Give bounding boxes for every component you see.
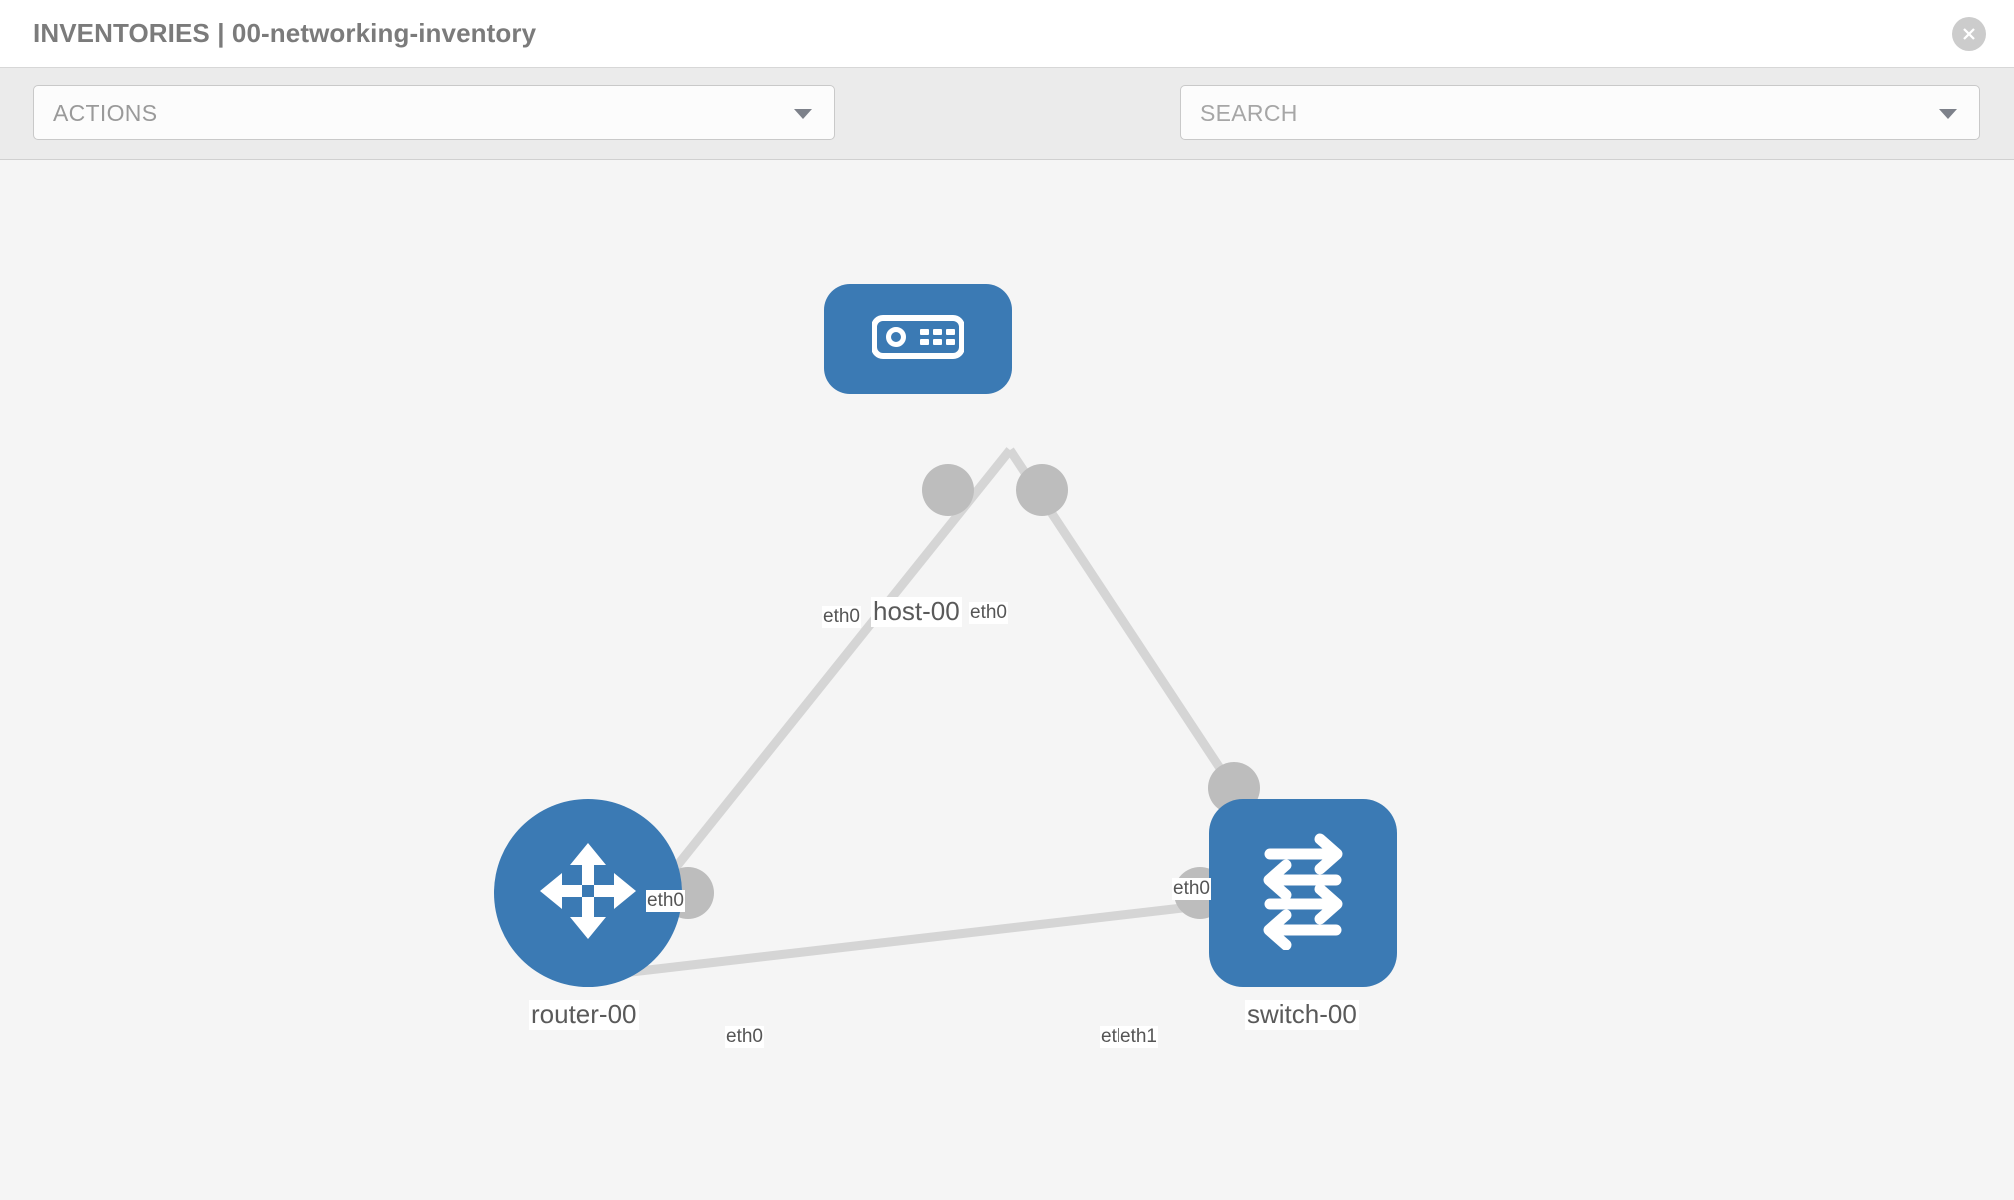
iface-label: eth1 — [1119, 1026, 1158, 1048]
search-input[interactable]: SEARCH — [1180, 85, 1980, 140]
toolbar: ACTIONS — [0, 68, 2014, 198]
router-arrows-icon — [532, 835, 644, 952]
iface-label: eth0 — [969, 602, 1008, 624]
chevron-down-icon — [794, 108, 812, 119]
connector-host00-right — [1016, 464, 1068, 516]
switch-arrows-icon — [1244, 832, 1362, 955]
chevron-down-icon[interactable] — [1939, 108, 1957, 119]
node-label-switch-00: switch-00 — [1245, 999, 1359, 1030]
server-icon — [871, 314, 965, 365]
page-header: INVENTORIES | 00-networking-inventory — [0, 0, 2014, 68]
node-host-00[interactable] — [824, 284, 1012, 394]
connector-host00-left — [922, 464, 974, 516]
search-placeholder: SEARCH — [1200, 100, 1298, 126]
actions-dropdown[interactable]: ACTIONS — [33, 85, 835, 140]
node-label-router-00: router-00 — [529, 999, 639, 1030]
close-button[interactable] — [1952, 17, 1986, 51]
node-switch-00[interactable] — [1209, 799, 1397, 987]
page-title: INVENTORIES | 00-networking-inventory — [33, 18, 537, 48]
node-switch-00-shape[interactable] — [1209, 799, 1397, 987]
iface-label: eth0 — [725, 1026, 764, 1048]
node-host-00-shape[interactable] — [824, 284, 1012, 394]
node-label-host-00: host-00 — [871, 596, 962, 627]
iface-label: eth0 — [1172, 878, 1211, 900]
topology-canvas[interactable]: eth0 eth0 eth0 eth0 eth0 eth0 eth1 host-… — [0, 160, 2014, 1200]
iface-label: eth0 — [646, 890, 685, 912]
actions-dropdown-label: ACTIONS — [53, 100, 158, 126]
iface-label: eth0 — [822, 606, 861, 628]
close-icon — [1959, 24, 1979, 44]
